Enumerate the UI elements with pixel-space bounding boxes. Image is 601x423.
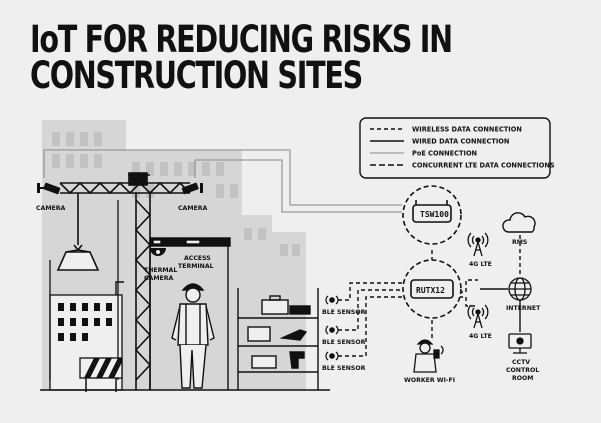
worker-wifi-label: WORKER WI-FI: [404, 377, 455, 384]
worker-wifi-figure: [413, 339, 444, 373]
camera-left-icon: [37, 182, 61, 195]
camera-left-label: CAMERA: [36, 205, 65, 212]
wired-links: [115, 281, 521, 332]
lte-bottom-label: 4G LTE: [469, 333, 492, 340]
router-label: RUTX12: [416, 286, 445, 295]
cloud-icon: [502, 212, 536, 233]
legend-label-wireless: WIRELESS DATA CONNECTION: [412, 126, 522, 134]
lte-tower-top-icon: [467, 232, 489, 257]
access-gate: [149, 237, 231, 390]
thermal-camera-label-1: THERMAL: [144, 267, 177, 274]
title-line-2: CONSTRUCTION SITES: [30, 54, 363, 97]
rms-label: RMS: [512, 239, 527, 246]
lte-tower-bottom-icon: [467, 304, 489, 329]
access-terminal-label-1: ACCESS: [184, 255, 211, 262]
ble-sensor-label-1: BLE SENSOR: [322, 309, 366, 316]
title-line-1: IoT FOR REDUCING RISKS IN: [30, 18, 453, 61]
ble-sensor-label-3: BLE SENSOR: [322, 365, 366, 372]
camera-right-label: CAMERA: [178, 205, 207, 212]
tower-crane: [56, 172, 191, 390]
thermal-camera-icon: [150, 248, 166, 256]
legend-label-poe: PoE CONNECTION: [412, 150, 477, 158]
internet-label: INTERNET: [506, 305, 541, 312]
switch-label: TSW100: [420, 210, 449, 219]
storage-shelves: [237, 288, 319, 390]
camera-right-icon: [181, 182, 203, 195]
switch-node: TSW100: [402, 185, 462, 245]
thermal-camera-label-2: CAMERA: [144, 275, 173, 282]
legend: WIRELESS DATA CONNECTION WIRED DATA CONN…: [359, 117, 555, 179]
ble-sensor-label-2: BLE SENSOR: [322, 339, 366, 346]
cctv-label-1: CCTV: [512, 359, 530, 366]
router-node: RUTX12: [402, 259, 462, 319]
page-title: IoT FOR REDUCING RISKS IN CONSTRUCTION S…: [30, 18, 453, 97]
legend-label-wired: WIRED DATA CONNECTION: [412, 138, 509, 146]
barrier: [79, 357, 123, 392]
legend-label-lte: CONCURRENT LTE DATA CONNECTIONS: [412, 162, 555, 170]
ble-sensor-icon-2: [325, 325, 339, 335]
cctv-label-3: ROOM: [512, 375, 533, 382]
worker-figure: [171, 283, 215, 389]
lte-top-label: 4G LTE: [469, 261, 492, 268]
ble-sensor-icon-3: [325, 351, 339, 361]
access-terminal-label-2: TERMINAL: [178, 263, 214, 270]
ble-sensor-icon-1: [325, 295, 339, 305]
camera-wiring: [43, 149, 402, 213]
cctv-label-2: CONTROL: [506, 367, 539, 374]
monitor-icon: [508, 333, 532, 354]
globe-icon: [508, 277, 532, 301]
